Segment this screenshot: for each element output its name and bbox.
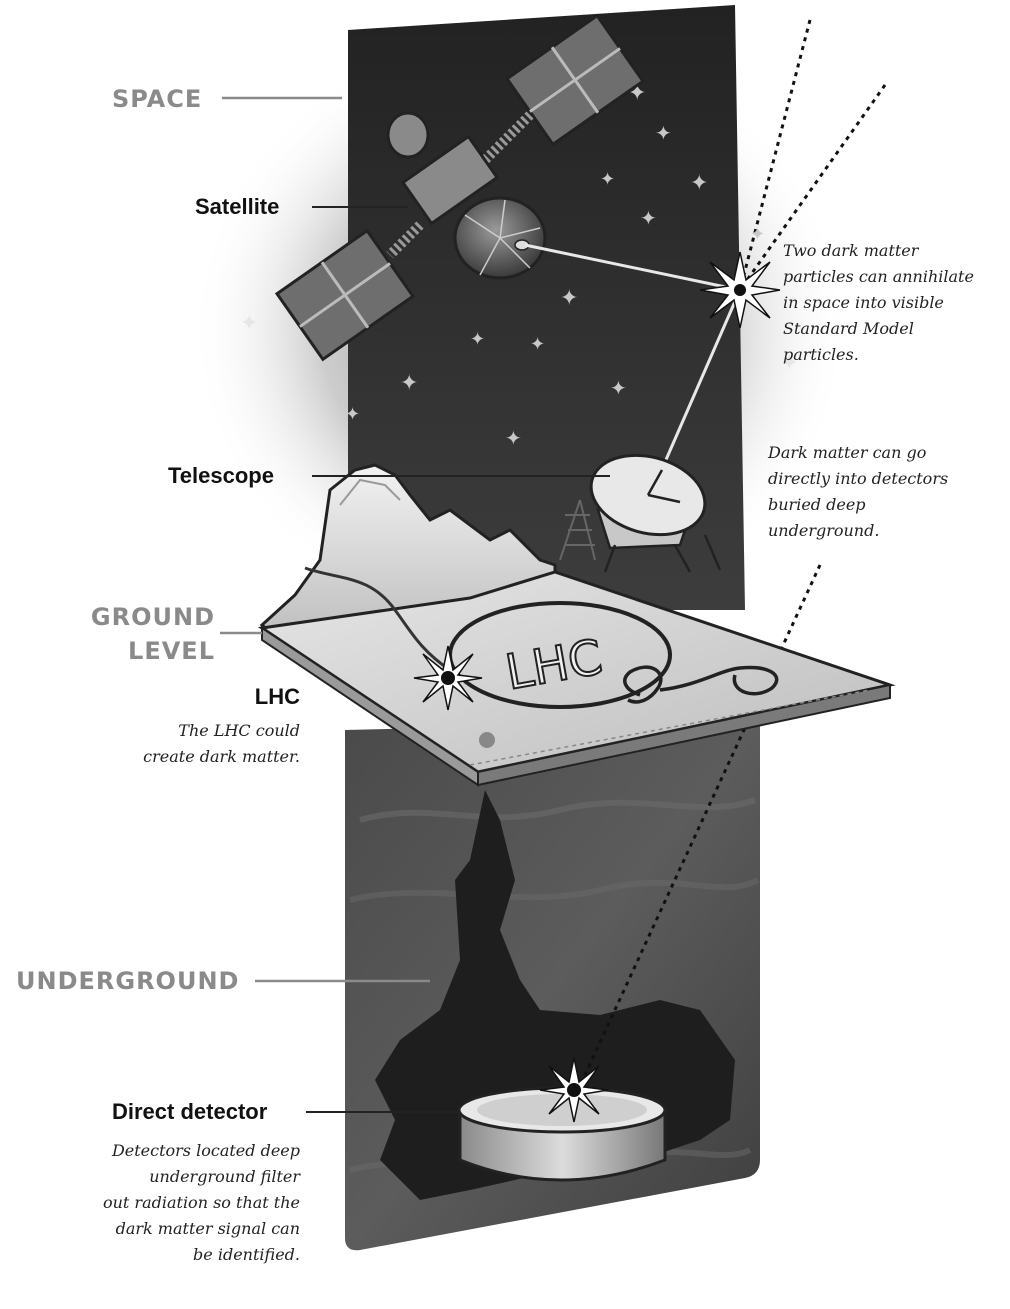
ground-level-label-line1: GROUND <box>60 600 215 634</box>
detector-note: Detectors located deep underground filte… <box>20 1138 300 1268</box>
lhc-note: The LHC could create dark matter. <box>90 718 300 770</box>
annihilation-note-line: Two dark matter <box>783 238 1005 264</box>
svg-text:✦: ✦ <box>655 121 672 145</box>
svg-text:✦: ✦ <box>690 171 708 196</box>
annihilation-note-line: particles. <box>783 342 1005 368</box>
svg-text:✦: ✦ <box>345 404 360 425</box>
ground-level-label-line2: LEVEL <box>60 634 215 668</box>
detector-note-line: dark matter signal can <box>20 1216 300 1242</box>
lhc-note-line: create dark matter. <box>90 744 300 770</box>
direct-detection-note-line: underground. <box>768 518 990 544</box>
telescope-label: Telescope <box>168 462 274 490</box>
annihilation-note: Two dark matter particles can annihilate… <box>783 238 1005 368</box>
svg-text:✦: ✦ <box>610 376 627 400</box>
annihilation-note-line: in space into visible <box>783 290 1005 316</box>
svg-text:✦: ✦ <box>400 371 418 396</box>
detector-note-line: be identified. <box>20 1242 300 1268</box>
svg-text:✦: ✦ <box>505 426 522 450</box>
ground-level-label: GROUND LEVEL <box>60 600 215 668</box>
svg-text:✦: ✦ <box>600 169 615 190</box>
underground-level-label: UNDERGROUND <box>16 964 239 998</box>
svg-text:✦: ✦ <box>640 206 657 230</box>
annihilation-note-line: particles can annihilate <box>783 264 1005 290</box>
lhc-note-line: The LHC could <box>90 718 300 744</box>
annihilation-note-line: Standard Model <box>783 316 1005 342</box>
space-level-label: SPACE <box>112 82 202 116</box>
detector-note-line: underground filter <box>20 1164 300 1190</box>
annihilation-burst-icon <box>700 252 780 328</box>
lhc-label: LHC <box>200 683 300 711</box>
direct-detection-note-line: buried deep <box>768 492 990 518</box>
svg-text:✦: ✦ <box>750 224 765 245</box>
direct-detection-note-line: directly into detectors <box>768 466 990 492</box>
direct-detection-note-line: Dark matter can go <box>768 440 990 466</box>
svg-text:✦: ✦ <box>240 311 258 336</box>
direct-detector-label: Direct detector <box>112 1098 267 1126</box>
detector-note-line: out radiation so that the <box>20 1190 300 1216</box>
svg-text:✦: ✦ <box>560 286 578 311</box>
detector-note-line: Detectors located deep <box>20 1138 300 1164</box>
satellite-label: Satellite <box>195 193 279 221</box>
svg-text:✦: ✦ <box>530 334 545 355</box>
lhc-collision-burst-icon <box>414 646 482 710</box>
svg-text:✦: ✦ <box>470 329 485 350</box>
direct-detection-note: Dark matter can go directly into detecto… <box>768 440 990 544</box>
